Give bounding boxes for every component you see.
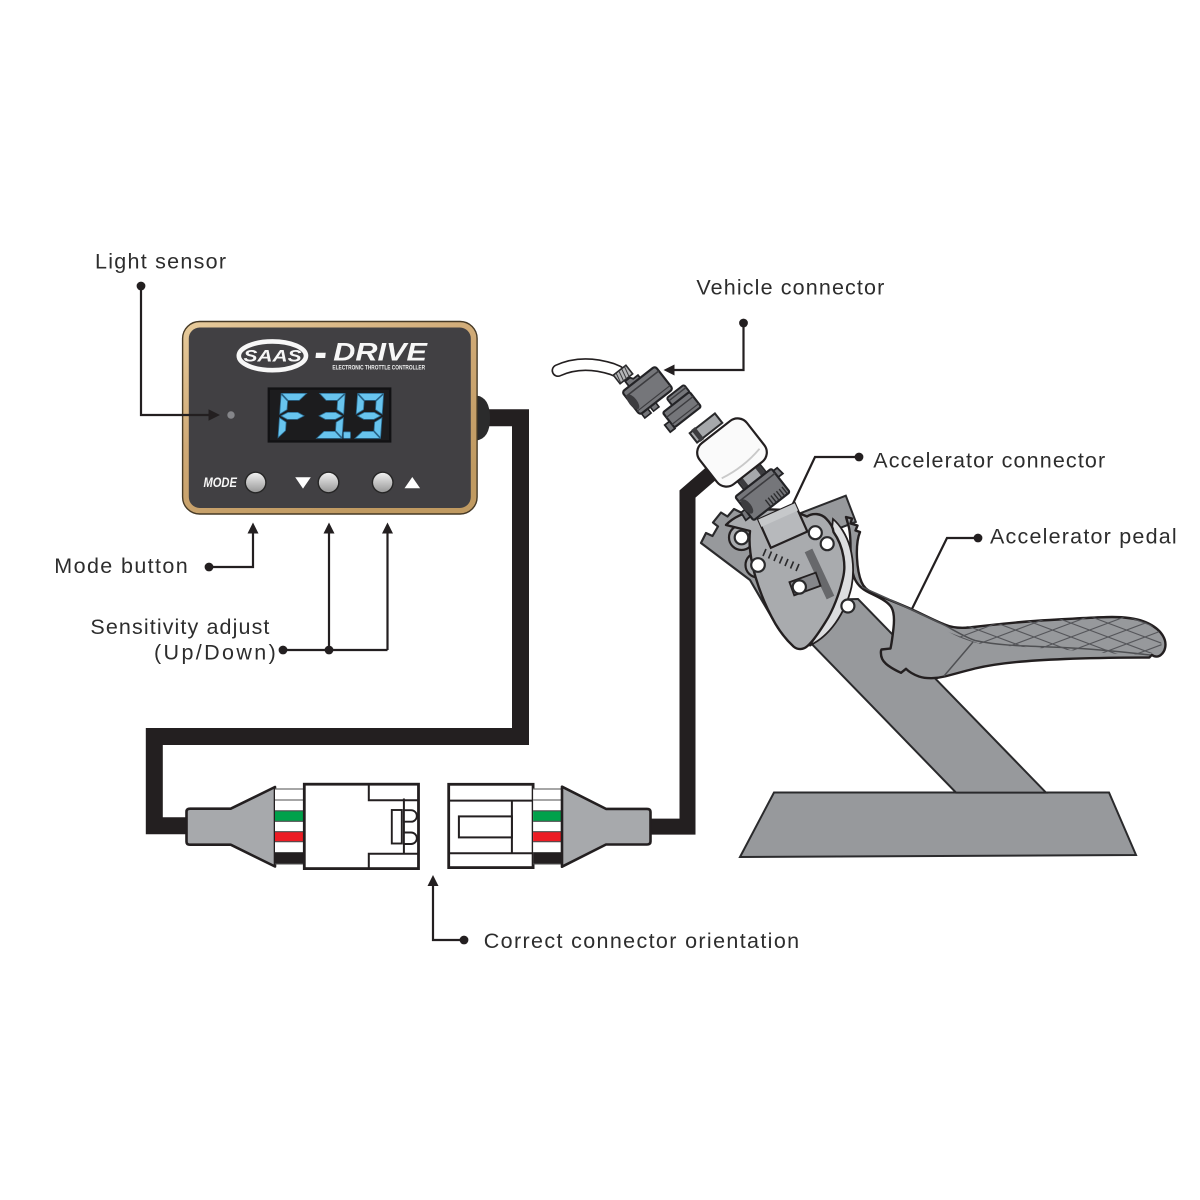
svg-text:Accelerator connector: Accelerator connector — [873, 449, 1105, 473]
svg-text:Vehicle connector: Vehicle connector — [696, 275, 884, 299]
svg-text:Accelerator pedal: Accelerator pedal — [990, 525, 1177, 549]
svg-text:SAAS: SAAS — [244, 347, 303, 366]
svg-text:Sensitivity adjust: Sensitivity adjust — [90, 615, 269, 639]
svg-text:Correct connector orientation: Correct connector orientation — [484, 929, 799, 953]
svg-text:Mode button: Mode button — [54, 554, 187, 578]
svg-text:(Up/Down): (Up/Down) — [154, 641, 276, 665]
svg-text:DRIVE: DRIVE — [333, 339, 428, 367]
svg-text:Light sensor: Light sensor — [95, 250, 226, 274]
svg-text:ELECTRONIC THROTTLE CONTROLLER: ELECTRONIC THROTTLE CONTROLLER — [332, 364, 425, 371]
svg-text:MODE: MODE — [204, 474, 238, 490]
